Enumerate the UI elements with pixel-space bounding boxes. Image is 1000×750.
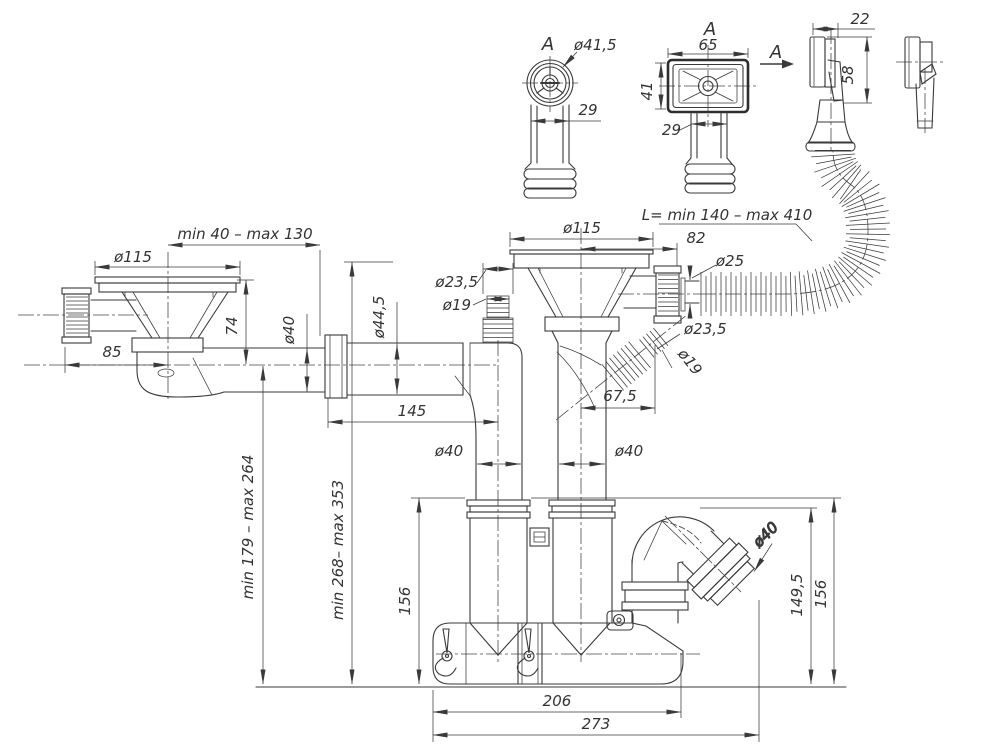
dim-label-sleeve-dia: ø44,5	[370, 296, 388, 340]
dim-label-outlet-height: 149,5	[788, 574, 806, 617]
ribbed-adapters	[483, 298, 669, 391]
dim-label-overflow-front-width: 29	[578, 101, 597, 119]
dim-label-left-offset: 85	[102, 343, 121, 361]
dim-label-left-depth: 74	[223, 316, 241, 335]
dim-label-sleeve-length: 145	[398, 402, 427, 420]
dim-label-left-strainer: ø115	[113, 248, 152, 266]
clip-hook-icon	[442, 628, 450, 654]
nut-knurling	[66, 274, 678, 334]
clip-hook-icon	[524, 628, 532, 654]
dim-label-left-pipe-dia: ø40	[280, 316, 298, 345]
dim-label-left-adapter-large: ø23,5	[434, 273, 478, 291]
dim-label-trap-height-left: 156	[396, 587, 414, 616]
dimension-labels: A ø41,5 29 A 65 41 29 A 22 58 L= min 140…	[102, 10, 869, 733]
detail-overflow-top-view	[666, 58, 750, 194]
view-label-top: A	[703, 19, 716, 40]
dim-label-trap-height-right: 156	[812, 580, 830, 609]
dim-label-pipe-right-dia: ø40	[614, 442, 643, 460]
center-drain-assembly	[509, 249, 700, 624]
centerlines	[18, 28, 946, 662]
dim-label-overflow-top-width: 65	[698, 36, 717, 54]
dim-label-trap-inner-length: 206	[543, 692, 572, 710]
dim-label-side-depth: 22	[850, 10, 869, 28]
detail-overflow-side-view	[805, 36, 856, 152]
dim-label-overflow-top-neck: 29	[662, 121, 681, 139]
overflow-hose	[700, 150, 891, 316]
dimension-lines	[64, 23, 875, 742]
section-direction-icon	[782, 59, 794, 69]
dim-label-pipe-left-dia: ø40	[434, 442, 463, 460]
dim-label-branch-small: ø19	[674, 344, 706, 378]
section-label: A	[769, 42, 782, 63]
dim-label-hose-length: L= min 140 – max 410	[642, 206, 813, 224]
left-drain-assembly	[61, 276, 531, 624]
dim-label-left-adapter-small: ø19	[442, 296, 471, 314]
dim-label-outlet-length: 82	[686, 229, 705, 247]
dim-label-left-adjust: min 40 – max 130	[177, 225, 312, 243]
trap-body	[432, 527, 684, 685]
dim-label-axis-floor: min 179 – max 264	[239, 455, 257, 600]
outlet-bend: ø40	[621, 515, 782, 624]
detail-overflow-side-view-2	[904, 36, 937, 129]
dim-label-hose-diameter: ø25	[715, 252, 744, 270]
dim-label-branch-offset: 67,5	[603, 387, 636, 405]
dim-label-trap-overall-length: 273	[582, 715, 611, 733]
dim-label-side-height: 58	[839, 65, 857, 84]
dim-label-center-strainer: ø115	[562, 219, 601, 237]
dim-label-outlet-diameter: ø40	[749, 518, 782, 551]
section-arrow	[760, 59, 794, 69]
dim-label-overflow-front-diameter: ø41,5	[573, 36, 617, 54]
detail-overflow-front-view	[523, 59, 577, 199]
dim-label-strainer-floor: min 268– max 353	[329, 480, 347, 620]
dim-label-overflow-top-height: 41	[638, 81, 656, 100]
view-label-front: A	[541, 34, 554, 55]
dim-label-branch-large: ø23,5	[683, 320, 727, 338]
